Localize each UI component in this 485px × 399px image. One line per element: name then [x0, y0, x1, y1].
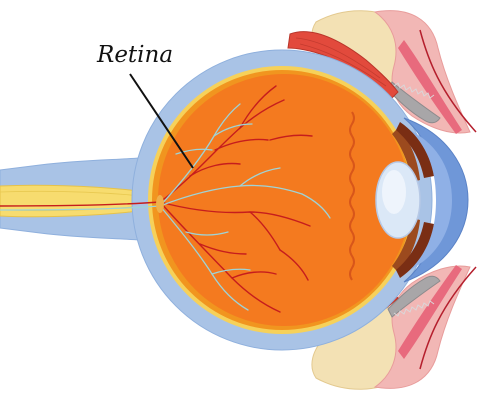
lens-highlight	[382, 170, 406, 214]
optic-disc	[156, 195, 164, 213]
retina-label: Retina	[96, 42, 173, 68]
vitreous-body	[158, 74, 410, 326]
